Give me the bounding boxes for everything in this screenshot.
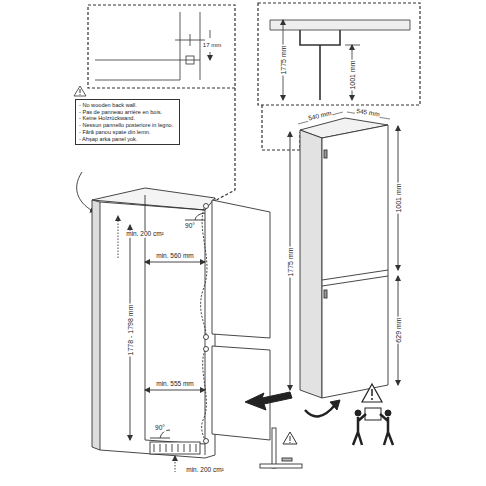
two-person-lift-part [385, 410, 391, 416]
two-person-lift-part [371, 389, 373, 400]
detail-callout-part [300, 30, 340, 100]
cabinet-part [145, 262, 205, 263]
dimension-label: min. 560 mm [155, 253, 195, 260]
warning-triangle [74, 86, 86, 96]
furniture-door-part [204, 335, 209, 340]
vent-grille-part [166, 444, 167, 452]
cabinet-part [118, 216, 119, 258]
dimension-label: min. 200 cm² [185, 467, 225, 474]
vent-grille-part [178, 444, 179, 452]
furniture-door-part [204, 347, 209, 352]
two-person-lift-part [362, 384, 382, 402]
note-line: - Fără panou spate din lemn. [79, 129, 176, 136]
angle-label: 90° [154, 425, 166, 432]
dimension-label: 17 mm [202, 42, 222, 48]
vent-grille [154, 444, 196, 452]
cabinet-part [145, 390, 205, 391]
level-tool-part [282, 458, 292, 461]
two-person-lift-part [365, 408, 381, 420]
level-tool [260, 428, 302, 468]
detail-callout-part [88, 5, 235, 88]
note-line: - No wooden back wall. [79, 102, 176, 109]
fridge-part [300, 130, 322, 398]
detail-callout-part [262, 105, 300, 150]
detail-callout-part [345, 45, 360, 46]
dimension-label: min. 200 cm² [125, 231, 165, 238]
dimension-label: 545 mm [355, 108, 381, 118]
dimension-label: 1778 - 1798 mm [127, 304, 134, 357]
two-person-lift-part [353, 414, 393, 445]
detail-callout-part [270, 20, 410, 30]
vent-grille-part [154, 444, 155, 452]
fridge-part [324, 290, 327, 298]
warning-triangle-part [74, 86, 86, 96]
vent-grille-part [196, 444, 197, 452]
dimension-label: 540 mm [307, 110, 333, 122]
vent-grille-part [172, 444, 173, 452]
move-arrow-part [330, 400, 340, 410]
dimension-label: 1775 mm [287, 246, 294, 277]
cabinet-part [150, 442, 200, 454]
dimension-label: 1775 mm [280, 44, 287, 75]
cabinet-part [92, 200, 100, 450]
level-tool-part [283, 432, 297, 444]
detail-callout-part [175, 34, 205, 46]
note-line: - Pas de panneau arrière en bois. [79, 109, 176, 116]
level-tool-part [260, 464, 302, 468]
cabinet-part [100, 195, 205, 458]
furniture-door-part [212, 200, 270, 338]
fridge-part [322, 270, 388, 286]
furniture-door-part [204, 204, 209, 209]
detail-callout [258, 3, 420, 150]
note-line: - Ahşap arka panel yok. [79, 136, 176, 143]
move-arrow-part [245, 392, 292, 410]
dimension-label: 1001 mm [349, 59, 356, 90]
cabinet [92, 188, 215, 472]
move-arrow-part [305, 405, 335, 416]
fridge-part [322, 125, 388, 398]
detail-callout-part [95, 12, 200, 80]
furniture-door-part [204, 439, 209, 444]
fridge [290, 112, 398, 398]
furniture-door-part [212, 346, 270, 440]
level-tool-part [272, 428, 276, 468]
two-person-lift [353, 384, 393, 445]
note-line: - Keine Holzrückwand. [79, 115, 176, 122]
detail-callout-part [207, 88, 235, 205]
warning-triangle-part [80, 89, 81, 95]
note-line: - Nessun pannello posteriore in legno. [79, 122, 176, 129]
vent-grille-part [160, 444, 161, 452]
two-person-lift-part [355, 410, 361, 416]
level-tool-part [290, 436, 291, 443]
detail-callout-part [258, 3, 420, 105]
cabinet-part [92, 188, 215, 210]
cabinet-part [175, 456, 176, 472]
angle-label: 90° [184, 223, 196, 230]
vent-grille-part [184, 444, 185, 452]
vent-grille-part [190, 444, 191, 452]
fridge-part [324, 150, 327, 158]
move-arrow [245, 392, 340, 416]
dimension-label: min. 555 mm [155, 381, 195, 388]
detail-callout-part [186, 56, 194, 64]
dimension-label: 629 mm [395, 316, 402, 343]
dimension-label: 1001 mm [395, 182, 402, 213]
furniture-door-part [201, 205, 207, 442]
warning-note: - No wooden back wall.- Pas de panneau a… [75, 99, 180, 145]
